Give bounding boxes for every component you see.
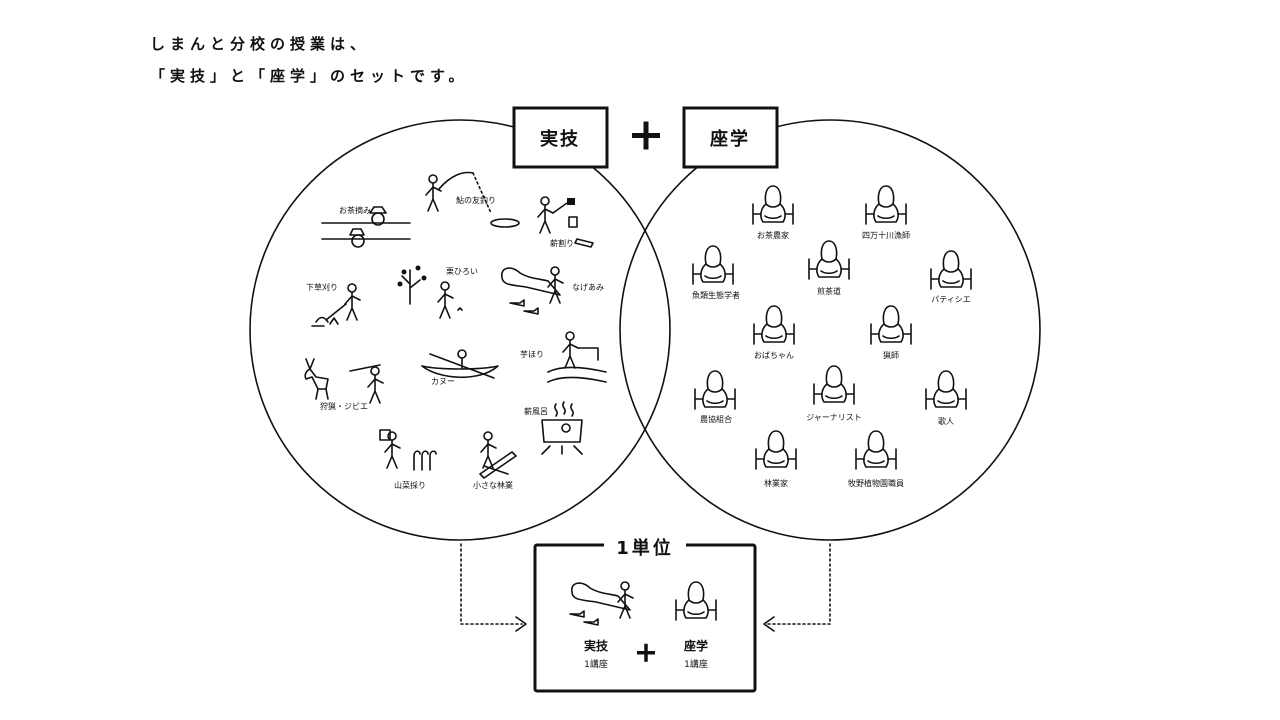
potato-digging-icon bbox=[547, 331, 607, 383]
lecturer-icon bbox=[865, 185, 907, 225]
practice-item-potato-digging: 芋ほり bbox=[520, 350, 544, 359]
practice-item-cast-net: なげあみ bbox=[572, 283, 604, 292]
unit-practice-count: 1講座 bbox=[584, 658, 608, 670]
theory-item-agri-cooperative: 農協組合 bbox=[700, 414, 732, 424]
theory-item-forester: 林業家 bbox=[764, 478, 788, 488]
theory-item-botanical-garden-staff: 牧野植物園職員 bbox=[848, 478, 904, 488]
cast-net-icon bbox=[569, 581, 634, 626]
wild-vegetables-icon bbox=[379, 429, 437, 471]
unit-theory-count: 1講座 bbox=[684, 658, 708, 670]
theory-item-poet: 歌人 bbox=[938, 416, 954, 426]
practice-circle bbox=[249, 119, 671, 541]
practice-item-wood-bath: 薪風呂 bbox=[524, 406, 548, 416]
unit-title: 1単位 bbox=[616, 537, 674, 559]
theory-item-tea-farmer: お茶農家 bbox=[757, 230, 789, 240]
lecturer-icon bbox=[855, 430, 897, 470]
hunting-icon bbox=[304, 358, 384, 404]
lecturer-icon bbox=[870, 305, 912, 345]
unit-practice-label: 実技 bbox=[584, 638, 609, 653]
wood-bath-icon bbox=[541, 401, 583, 455]
tea-picking-icon bbox=[321, 206, 411, 248]
canoe-icon bbox=[421, 349, 499, 379]
theory-item-grandma: おばちゃん bbox=[754, 351, 794, 360]
practice-item-undergrowth-cutting: 下草刈り bbox=[306, 282, 338, 292]
unit-theory-label: 座学 bbox=[683, 638, 708, 653]
practice-item-ayu-fishing: 鮎の友釣り bbox=[456, 195, 496, 205]
fishing-icon bbox=[425, 171, 492, 214]
practice-title-box: 実技 bbox=[512, 106, 609, 169]
theory-title-box: 座学 bbox=[682, 106, 779, 169]
practice-item-canoe: カヌー bbox=[431, 377, 455, 386]
theory-item-ichthyologist: 魚類生態学者 bbox=[692, 290, 740, 300]
practice-item-chestnut-picking: 栗ひろい bbox=[446, 267, 478, 276]
practice-item-hunting: 狩猟・ジビエ bbox=[320, 401, 368, 411]
lecturer-icon bbox=[692, 245, 734, 285]
theory-item-hunter: 猟師 bbox=[883, 350, 899, 360]
river-ripple-icon bbox=[490, 218, 520, 228]
lecturer-icon bbox=[930, 250, 972, 290]
cast-net-icon bbox=[501, 266, 564, 315]
headline-line-2: 「実技」と「座学」のセットです。 bbox=[150, 67, 469, 85]
lecturer-icon bbox=[753, 305, 795, 345]
lecturer-icon bbox=[813, 365, 855, 405]
headline-line-1: しまんと分校の授業は、 bbox=[150, 35, 371, 53]
theory-item-journalist: ジャーナリスト bbox=[806, 413, 862, 422]
lecturer-icon bbox=[694, 370, 736, 410]
lecturer-icon bbox=[808, 240, 850, 280]
unit-box: 1単位 実技 1講座 座学 1講座 bbox=[533, 534, 757, 693]
practice-item-tea-picking: お茶摘み bbox=[339, 205, 371, 215]
lecturer-icon bbox=[755, 430, 797, 470]
lecturer-icon bbox=[925, 370, 967, 410]
unit-plus-sign bbox=[637, 643, 655, 662]
wood-splitting-icon bbox=[537, 196, 594, 248]
theory-title: 座学 bbox=[710, 128, 750, 150]
practice-item-small-forestry: 小さな林業 bbox=[473, 480, 513, 490]
chestnut-picking-icon bbox=[397, 265, 463, 319]
lecturer-icon bbox=[752, 185, 794, 225]
theory-circle bbox=[619, 119, 1041, 541]
practice-connector-arrow bbox=[460, 543, 523, 625]
undergrowth-cutting-icon bbox=[311, 283, 361, 327]
practice-arrowhead bbox=[515, 616, 527, 632]
headline: しまんと分校の授業は、 「実技」と「座学」のセットです。 bbox=[150, 28, 469, 92]
theory-connector-arrow bbox=[767, 543, 831, 625]
small-forestry-icon bbox=[479, 431, 517, 479]
theory-arrowhead bbox=[763, 616, 775, 632]
practice-title: 実技 bbox=[540, 128, 580, 150]
practice-item-wood-splitting: 薪割り bbox=[550, 238, 574, 248]
theory-item-patissier: パティシエ bbox=[931, 295, 971, 304]
plus-sign bbox=[632, 121, 660, 150]
theory-item-sencha-way: 煎茶道 bbox=[817, 286, 841, 296]
practice-item-wild-vegetables: 山菜採り bbox=[394, 480, 426, 490]
theory-item-shimanto-fisherman: 四万十川漁師 bbox=[862, 230, 910, 240]
